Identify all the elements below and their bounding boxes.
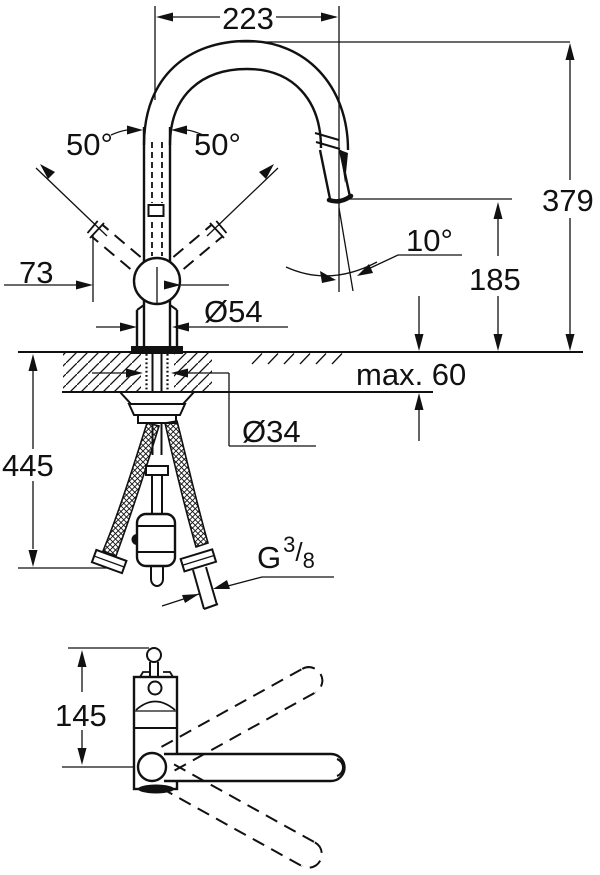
label-spout-reach: 223 bbox=[222, 1, 274, 36]
dim-hole-diameter: Ø34 bbox=[92, 368, 316, 449]
countertop-deck bbox=[18, 346, 583, 393]
label-lever-swivel-right: 50° bbox=[194, 127, 241, 162]
front-view: 223 379 185 bbox=[2, 1, 594, 610]
label-hose-length: 445 bbox=[2, 448, 54, 483]
swivel-range-lower bbox=[160, 763, 323, 869]
label-mounting-thickness: max. 60 bbox=[356, 357, 466, 392]
label-spray-angle: 10° bbox=[406, 223, 453, 258]
label-lever-projection: 73 bbox=[19, 255, 53, 290]
mounting-washer bbox=[117, 391, 197, 405]
dim-lever-projection: 73 bbox=[4, 255, 229, 304]
dim-total-height: 379 bbox=[542, 43, 594, 351]
label-body-height: 145 bbox=[55, 698, 107, 733]
label-body-diameter: Ø54 bbox=[204, 294, 263, 329]
lever-upright-hidden bbox=[147, 142, 165, 256]
label-total-height: 379 bbox=[542, 183, 594, 218]
dim-spray-angle: 10° bbox=[285, 207, 462, 292]
riser-pipe bbox=[135, 127, 179, 352]
spray-head bbox=[318, 149, 354, 204]
mounting-nut bbox=[127, 403, 187, 416]
dim-body-height: 145 bbox=[55, 647, 149, 768]
lever-top bbox=[146, 647, 162, 677]
dim-lever-swivel: 50° 50° bbox=[35, 125, 279, 237]
label-thread: G3/8 bbox=[257, 532, 315, 575]
swivel-spout bbox=[136, 751, 346, 783]
lever-rotated-right bbox=[172, 220, 228, 270]
spout-outline bbox=[142, 39, 350, 151]
dim-hose-length: 445 bbox=[2, 354, 54, 567]
threaded-shank bbox=[117, 354, 197, 424]
dim-thread: G3/8 bbox=[161, 532, 334, 607]
extension-lines bbox=[18, 6, 570, 569]
label-outlet-height: 185 bbox=[469, 262, 521, 297]
label-hole-diameter: Ø34 bbox=[242, 414, 301, 449]
hose-weight bbox=[135, 512, 177, 568]
dim-mounting-thickness: max. 60 bbox=[356, 296, 466, 441]
top-view: 145 bbox=[55, 647, 346, 869]
base-flange bbox=[131, 346, 183, 354]
dim-body-diameter: Ø54 bbox=[96, 294, 288, 332]
dim-spout-reach: 223 bbox=[156, 1, 338, 36]
supply-hose-right bbox=[164, 420, 219, 610]
supply-hose-left bbox=[90, 422, 161, 575]
lever-rotated-left bbox=[86, 220, 142, 270]
pullout-hose bbox=[131, 423, 177, 587]
swivel-range-upper bbox=[160, 666, 324, 772]
dim-outlet-height: 185 bbox=[469, 202, 521, 351]
label-lever-swivel-left: 50° bbox=[66, 127, 113, 162]
